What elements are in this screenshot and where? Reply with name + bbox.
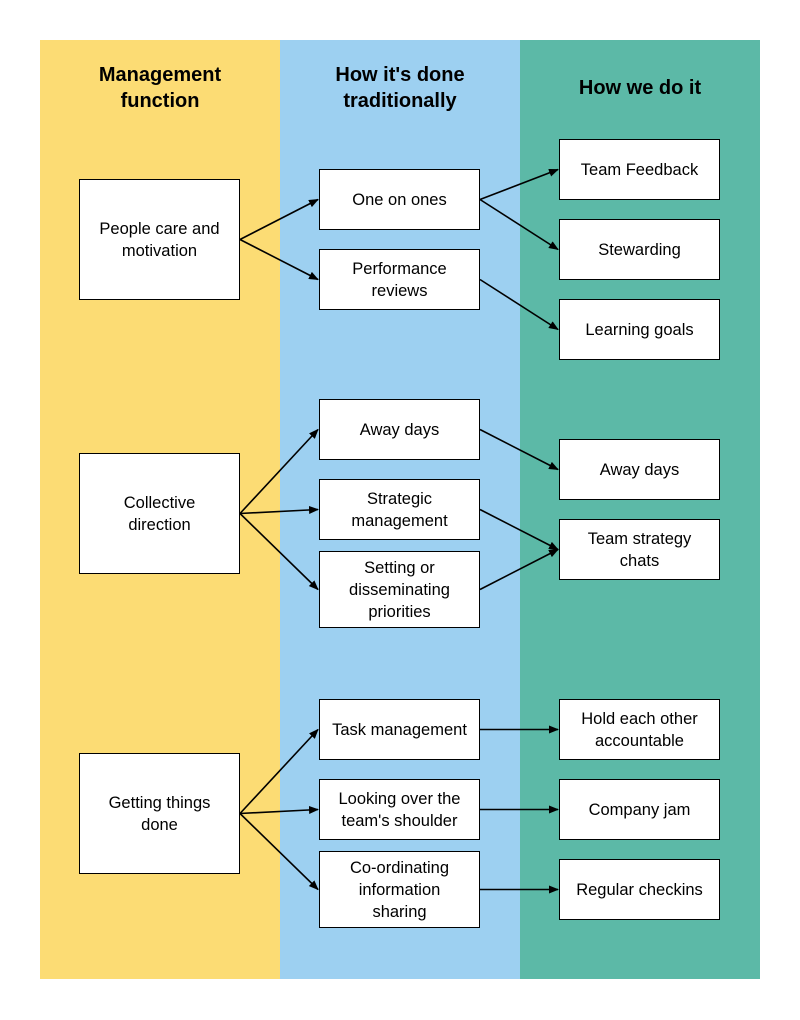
node-team-strategy-chats: Team strategy chats [559,519,720,580]
node-label-line: Task management [332,720,467,739]
node-label-line: Looking over the [338,789,461,808]
node-label-line: Regular checkins [576,880,703,899]
column-title-management-function: Management function [40,62,280,114]
node-coordinating-information: Co-ordinating information sharing [319,851,480,928]
node-label-line: sharing [372,902,427,921]
node-label-line: Setting or [364,558,435,577]
node-label-line: motivation [121,241,198,260]
node-label-line: disseminating [349,580,450,599]
node-away-days-new: Away days [559,439,720,500]
node-performance-reviews: Performance reviews [319,249,480,310]
node-label-line: Co-ordinating [349,858,450,877]
node-label-line: One on ones [352,190,447,209]
node-away-days-traditional: Away days [319,399,480,460]
column-title-line: How we do it [578,77,702,99]
node-team-feedback: Team Feedback [559,139,720,200]
node-label-line: Getting things [108,793,211,812]
node-people-care: People care and motivation [79,179,240,300]
node-label-line: reviews [371,281,428,300]
node-getting-things-done: Getting things done [79,753,240,874]
column-title-line: How it's done [335,64,465,86]
node-hold-accountable: Hold each other accountable [559,699,720,760]
node-learning-goals: Learning goals [559,299,720,360]
node-collective-direction: Collective direction [79,453,240,574]
column-title-line: traditionally [343,90,457,112]
node-one-on-ones: One on ones [319,169,480,230]
node-label-line: Learning goals [585,320,694,339]
node-task-management: Task management [319,699,480,760]
node-label-line: Team strategy [587,529,692,548]
column-title-how-we-do-it: How we do it [520,75,760,101]
node-company-jam: Company jam [559,779,720,840]
node-label-line: Company jam [588,800,691,819]
column-title-traditional: How it's done traditionally [280,62,520,114]
node-label-line: Stewarding [598,240,681,259]
node-label-line: People care and [99,219,220,238]
node-label-line: Hold each other [581,709,698,728]
node-label-line: Team Feedback [580,160,699,179]
node-label-line: chats [619,551,660,570]
column-title-line: Management [98,64,222,86]
node-label-line: Away days [359,420,440,439]
node-setting-priorities: Setting or disseminating priorities [319,551,480,628]
node-label-line: direction [128,515,191,534]
node-looking-over-shoulder: Looking over the team's shoulder [319,779,480,840]
node-label-line: Strategic [366,489,433,508]
node-label-line: priorities [368,602,431,621]
node-label-line: Collective [123,493,196,512]
node-label-line: done [141,815,178,834]
node-stewarding: Stewarding [559,219,720,280]
node-label-line: Performance [352,259,447,278]
node-label-line: accountable [595,731,684,750]
column-title-line: function [120,90,200,112]
node-label-line: management [351,511,448,530]
node-label-line: Away days [599,460,680,479]
node-strategic-management: Strategic management [319,479,480,540]
node-label-line: information [358,880,441,899]
node-regular-checkins: Regular checkins [559,859,720,920]
node-label-line: team's shoulder [341,811,458,830]
